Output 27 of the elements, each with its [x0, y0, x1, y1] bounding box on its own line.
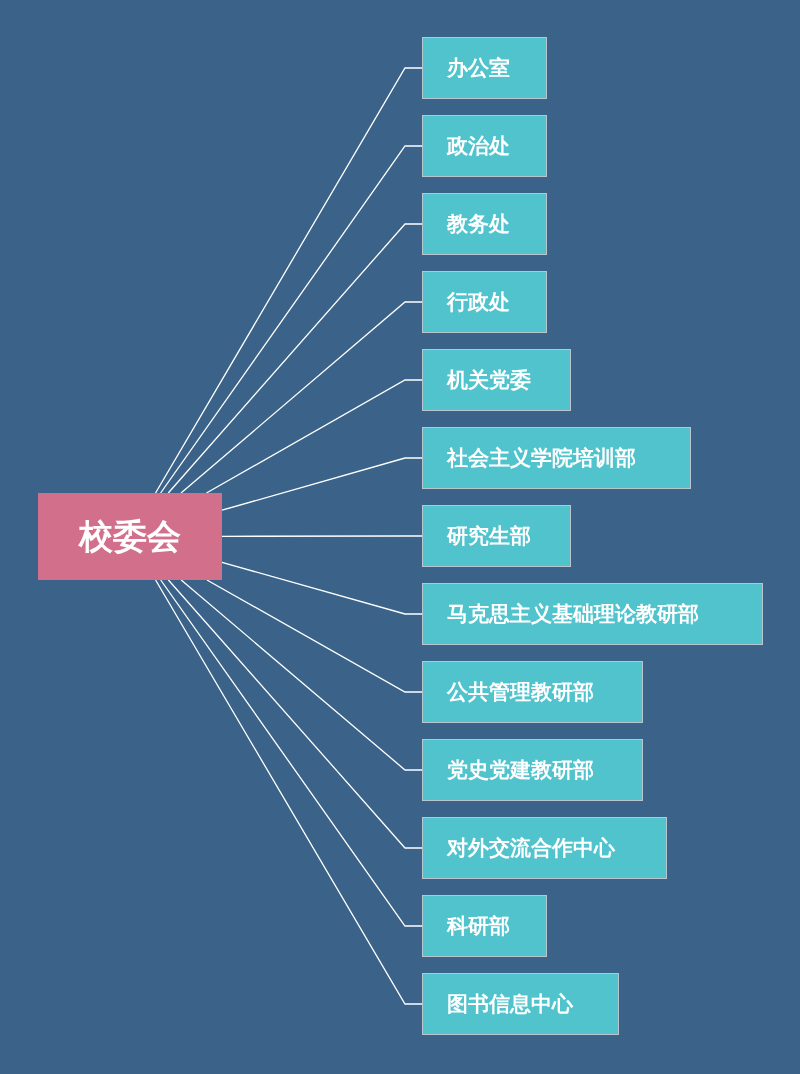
connector-line	[180, 579, 423, 771]
connector-line	[154, 579, 423, 1005]
department-box: 机关党委	[422, 349, 571, 411]
department-box: 行政处	[422, 271, 547, 333]
department-box: 对外交流合作中心	[422, 817, 667, 879]
connector-line	[221, 457, 423, 511]
department-box: 公共管理教研部	[422, 661, 643, 723]
connector-line	[160, 145, 423, 494]
connector-line	[221, 561, 423, 615]
department-box: 马克思主义基础理论教研部	[422, 583, 763, 645]
department-box: 图书信息中心	[422, 973, 619, 1035]
department-box: 教务处	[422, 193, 547, 255]
department-box: 科研部	[422, 895, 547, 957]
department-box: 党史党建教研部	[422, 739, 643, 801]
connector-line	[154, 67, 423, 494]
connector-line	[205, 379, 423, 494]
connector-line	[167, 223, 423, 494]
connector-line	[180, 301, 423, 494]
department-box: 研究生部	[422, 505, 571, 567]
connector-line	[221, 535, 423, 537]
connector-line	[160, 579, 423, 927]
connector-line	[206, 579, 423, 693]
department-box: 社会主义学院培训部	[422, 427, 691, 489]
connector-line	[167, 579, 423, 849]
root-box: 校委会	[38, 493, 222, 580]
department-box: 政治处	[422, 115, 547, 177]
department-box: 办公室	[422, 37, 547, 99]
